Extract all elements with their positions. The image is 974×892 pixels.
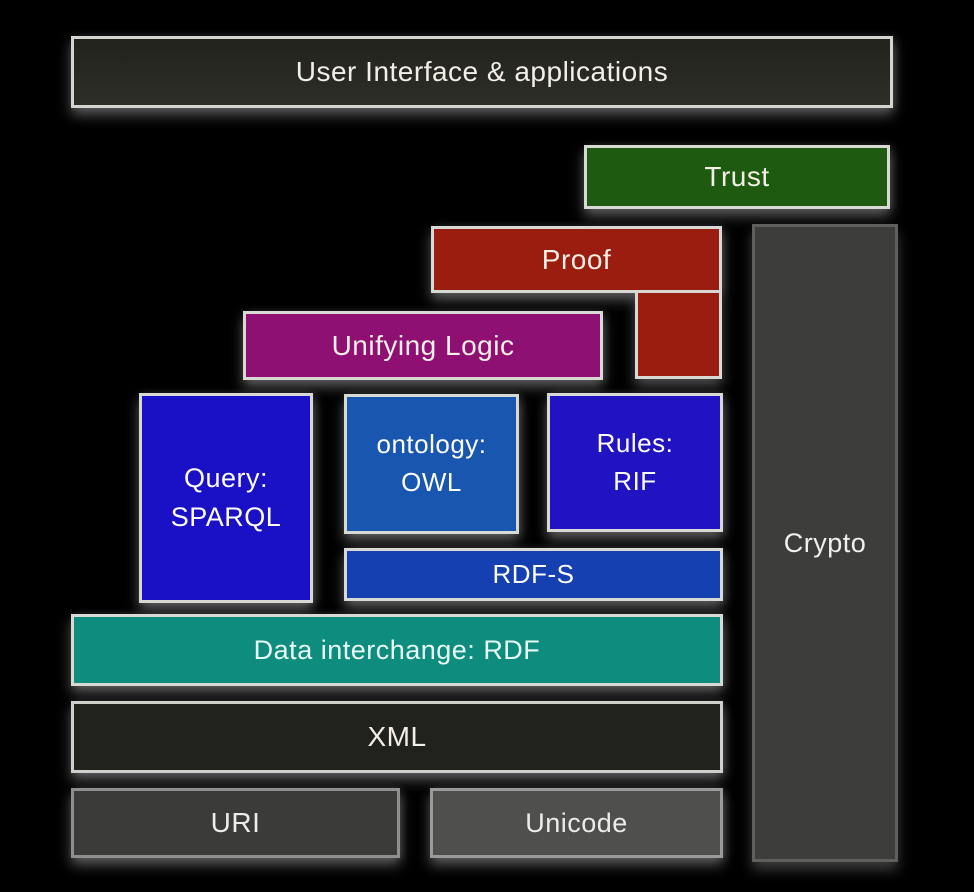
layer-xml-label: XML [367, 721, 427, 752]
layer-crypto-label: Crypto [783, 527, 867, 558]
layer-unicode: Unicode [430, 788, 723, 858]
layer-unifying-logic: Unifying Logic [243, 311, 603, 380]
layer-proof: Proof [431, 226, 722, 293]
layer-rdf-s: RDF-S [344, 548, 723, 601]
layer-unicode-label: Unicode [525, 807, 628, 838]
layer-trust: Trust [584, 145, 890, 209]
layer-crypto: Crypto [752, 224, 898, 862]
layer-ontology-owl: ontology: OWL [344, 394, 519, 534]
layer-user-interface-applications-label: User Interface & applications [295, 56, 669, 87]
layer-trust-label: Trust [704, 161, 770, 192]
layer-rules-rif-label: Rules: RIF [596, 427, 674, 496]
layer-uri: URI [71, 788, 400, 858]
layer-unifying-logic-label: Unifying Logic [331, 329, 515, 361]
layer-query-sparql-label: Query: SPARQL [170, 462, 282, 532]
layer-xml: XML [71, 701, 723, 773]
layer-user-interface-applications: User Interface & applications [71, 36, 893, 108]
layer-uri-label: URI [210, 807, 261, 838]
layer-proof-extension [635, 293, 722, 379]
layer-rules-rif: Rules: RIF [547, 393, 723, 532]
layer-proof-label: Proof [541, 243, 612, 275]
layer-rdf-s-label: RDF-S [492, 559, 575, 589]
layer-ontology-owl-label: ontology: OWL [376, 429, 487, 497]
layer-data-interchange-rdf-label: Data interchange: RDF [253, 634, 541, 665]
layer-query-sparql: Query: SPARQL [139, 393, 313, 603]
layer-data-interchange-rdf: Data interchange: RDF [71, 614, 723, 686]
